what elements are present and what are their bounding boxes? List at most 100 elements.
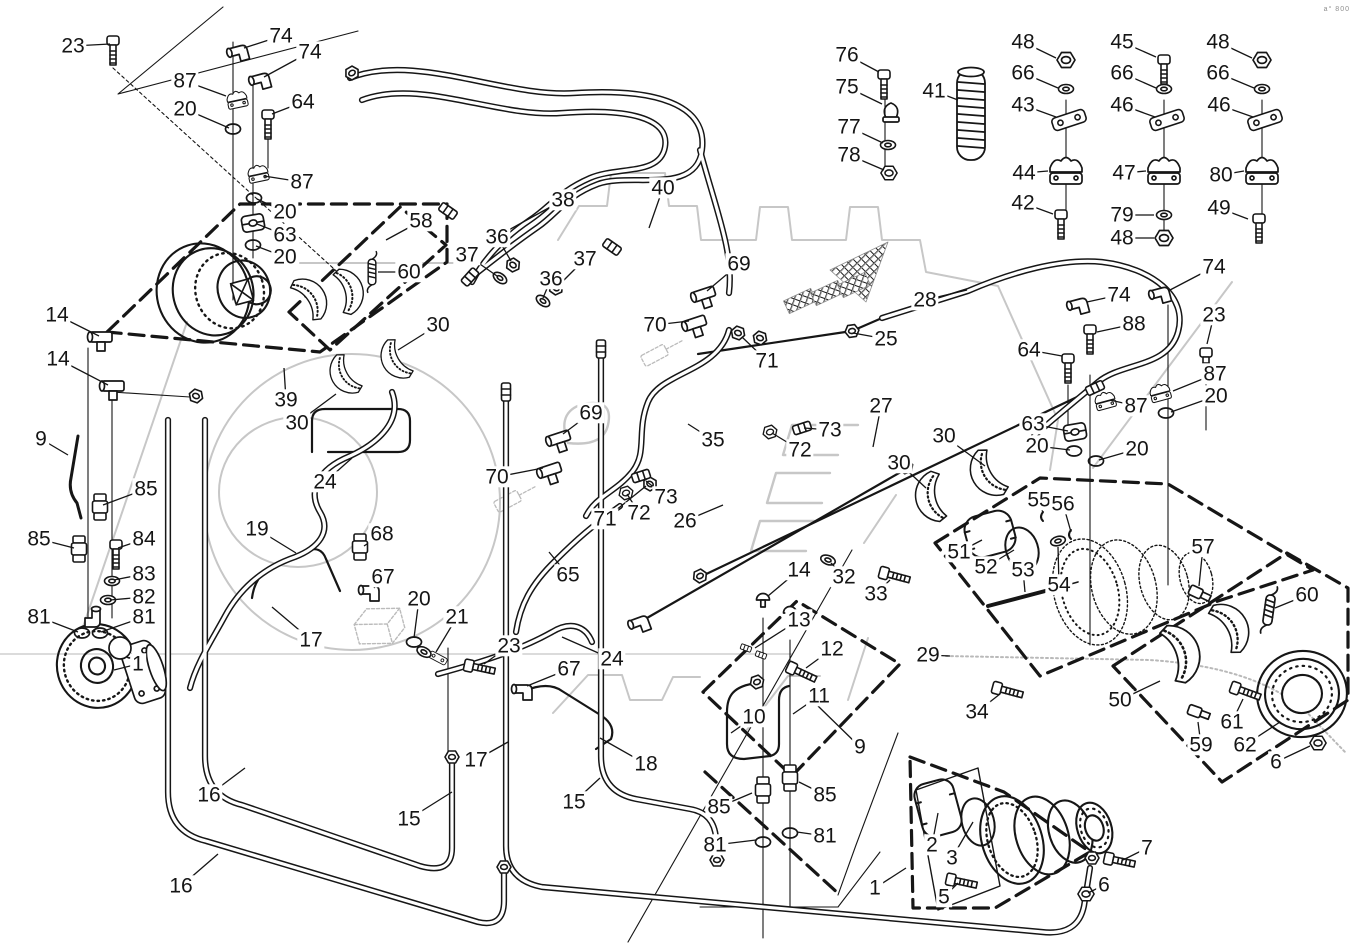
part-callout-32: 32 <box>830 565 858 589</box>
part-callout-10: 10 <box>740 705 768 729</box>
part-callout-73: 73 <box>652 485 680 509</box>
part-callout-63: 63 <box>271 223 299 247</box>
part-callout-20: 20 <box>405 587 433 611</box>
part-callout-71: 71 <box>591 507 619 531</box>
part-callout-84: 84 <box>130 527 158 551</box>
part-callout-46: 46 <box>1205 93 1233 117</box>
part-callout-72: 72 <box>625 501 653 525</box>
part-callout-24: 24 <box>311 470 339 494</box>
part-callout-67: 67 <box>369 565 397 589</box>
part-callout-14: 14 <box>43 303 71 327</box>
part-callout-20: 20 <box>271 200 299 224</box>
part-callout-64: 64 <box>289 90 317 114</box>
part-callout-74: 74 <box>1200 255 1228 279</box>
part-callout-69: 69 <box>725 252 753 276</box>
part-callout-11: 11 <box>806 684 832 708</box>
part-callout-87: 87 <box>288 170 316 194</box>
part-callout-85: 85 <box>705 795 733 819</box>
part-callout-69: 69 <box>577 401 605 425</box>
gasket-51 <box>963 509 1017 559</box>
part-callout-17: 17 <box>297 628 325 652</box>
part-callout-9: 9 <box>33 427 49 451</box>
hardware-columns <box>877 51 1284 247</box>
part-callout-42: 42 <box>1009 191 1037 215</box>
part-callout-78: 78 <box>835 143 863 167</box>
box-brake-shoes-left <box>287 205 448 352</box>
box-right-seals <box>933 476 1315 678</box>
part-callout-30: 30 <box>283 411 311 435</box>
part-callout-87: 87 <box>1201 362 1229 386</box>
part-callout-30: 30 <box>885 451 913 475</box>
part-callout-48: 48 <box>1009 30 1037 54</box>
part-callout-56: 56 <box>1049 492 1077 516</box>
part-callout-24: 24 <box>598 647 626 671</box>
part-callout-30: 30 <box>424 313 452 337</box>
part-callout-16: 16 <box>195 783 223 807</box>
part-callout-57: 57 <box>1189 535 1217 559</box>
part-callout-36: 36 <box>537 267 565 291</box>
coil-41 <box>956 66 986 161</box>
part-callout-43: 43 <box>1009 93 1037 117</box>
part-callout-85: 85 <box>811 783 839 807</box>
part-callout-12: 12 <box>818 637 846 661</box>
box-final-drive <box>908 755 1092 910</box>
part-callout-82: 82 <box>130 585 158 609</box>
part-callout-66: 66 <box>1108 61 1136 85</box>
part-callout-2: 2 <box>924 833 940 857</box>
part-callout-19: 19 <box>243 517 271 541</box>
part-callout-23: 23 <box>1200 303 1228 327</box>
part-callout-74: 74 <box>267 24 295 48</box>
part-callout-15: 15 <box>395 807 423 831</box>
part-callout-28: 28 <box>911 288 939 312</box>
part-callout-48: 48 <box>1108 226 1136 250</box>
part-callout-48: 48 <box>1204 30 1232 54</box>
part-callout-18: 18 <box>632 752 660 776</box>
part-callout-30: 30 <box>930 424 958 448</box>
part-callout-29: 29 <box>914 643 942 667</box>
part-callout-74: 74 <box>296 40 324 64</box>
part-callout-37: 37 <box>571 247 599 271</box>
part-callout-20: 20 <box>171 97 199 121</box>
part-callout-6: 6 <box>1096 873 1112 897</box>
watermark-arrow <box>783 241 889 315</box>
part-callout-81: 81 <box>130 605 158 629</box>
part-callout-85: 85 <box>25 527 53 551</box>
part-callout-16: 16 <box>167 874 195 898</box>
part-callout-60: 60 <box>1293 583 1321 607</box>
part-callout-41: 41 <box>920 79 948 103</box>
part-callout-20: 20 <box>1023 434 1051 458</box>
part-callout-63: 63 <box>1019 412 1047 436</box>
part-callout-1: 1 <box>130 652 146 676</box>
part-callout-70: 70 <box>483 465 511 489</box>
part-callout-37: 37 <box>453 243 481 267</box>
part-callout-20: 20 <box>1202 384 1230 408</box>
part-callout-64: 64 <box>1015 338 1043 362</box>
part-callout-61: 61 <box>1218 710 1246 734</box>
part-callout-55: 55 <box>1025 488 1053 512</box>
part-callout-58: 58 <box>407 209 435 233</box>
part-callout-34: 34 <box>963 700 991 724</box>
part-callout-77: 77 <box>835 115 863 139</box>
part-callout-66: 66 <box>1009 61 1037 85</box>
final-drive-bottom-right <box>979 795 1114 885</box>
part-callout-9: 9 <box>852 735 868 759</box>
part-callout-81: 81 <box>811 824 839 848</box>
ghost-test-coupling <box>640 340 683 367</box>
box-center-tube <box>701 599 902 778</box>
part-callout-33: 33 <box>862 582 890 606</box>
part-callout-45: 45 <box>1108 30 1136 54</box>
box-brake-drum <box>1111 551 1350 784</box>
part-callout-7: 7 <box>1139 836 1155 860</box>
part-callout-46: 46 <box>1108 93 1136 117</box>
part-callout-54: 54 <box>1045 573 1073 597</box>
part-callout-68: 68 <box>368 522 396 546</box>
part-callout-66: 66 <box>1204 61 1232 85</box>
part-callout-49: 49 <box>1205 196 1233 220</box>
part-callout-26: 26 <box>671 509 699 533</box>
part-callout-35: 35 <box>699 428 727 452</box>
part-callout-39: 39 <box>272 388 300 412</box>
page-code: a° 800 <box>1323 6 1350 13</box>
part-callout-27: 27 <box>867 394 895 418</box>
